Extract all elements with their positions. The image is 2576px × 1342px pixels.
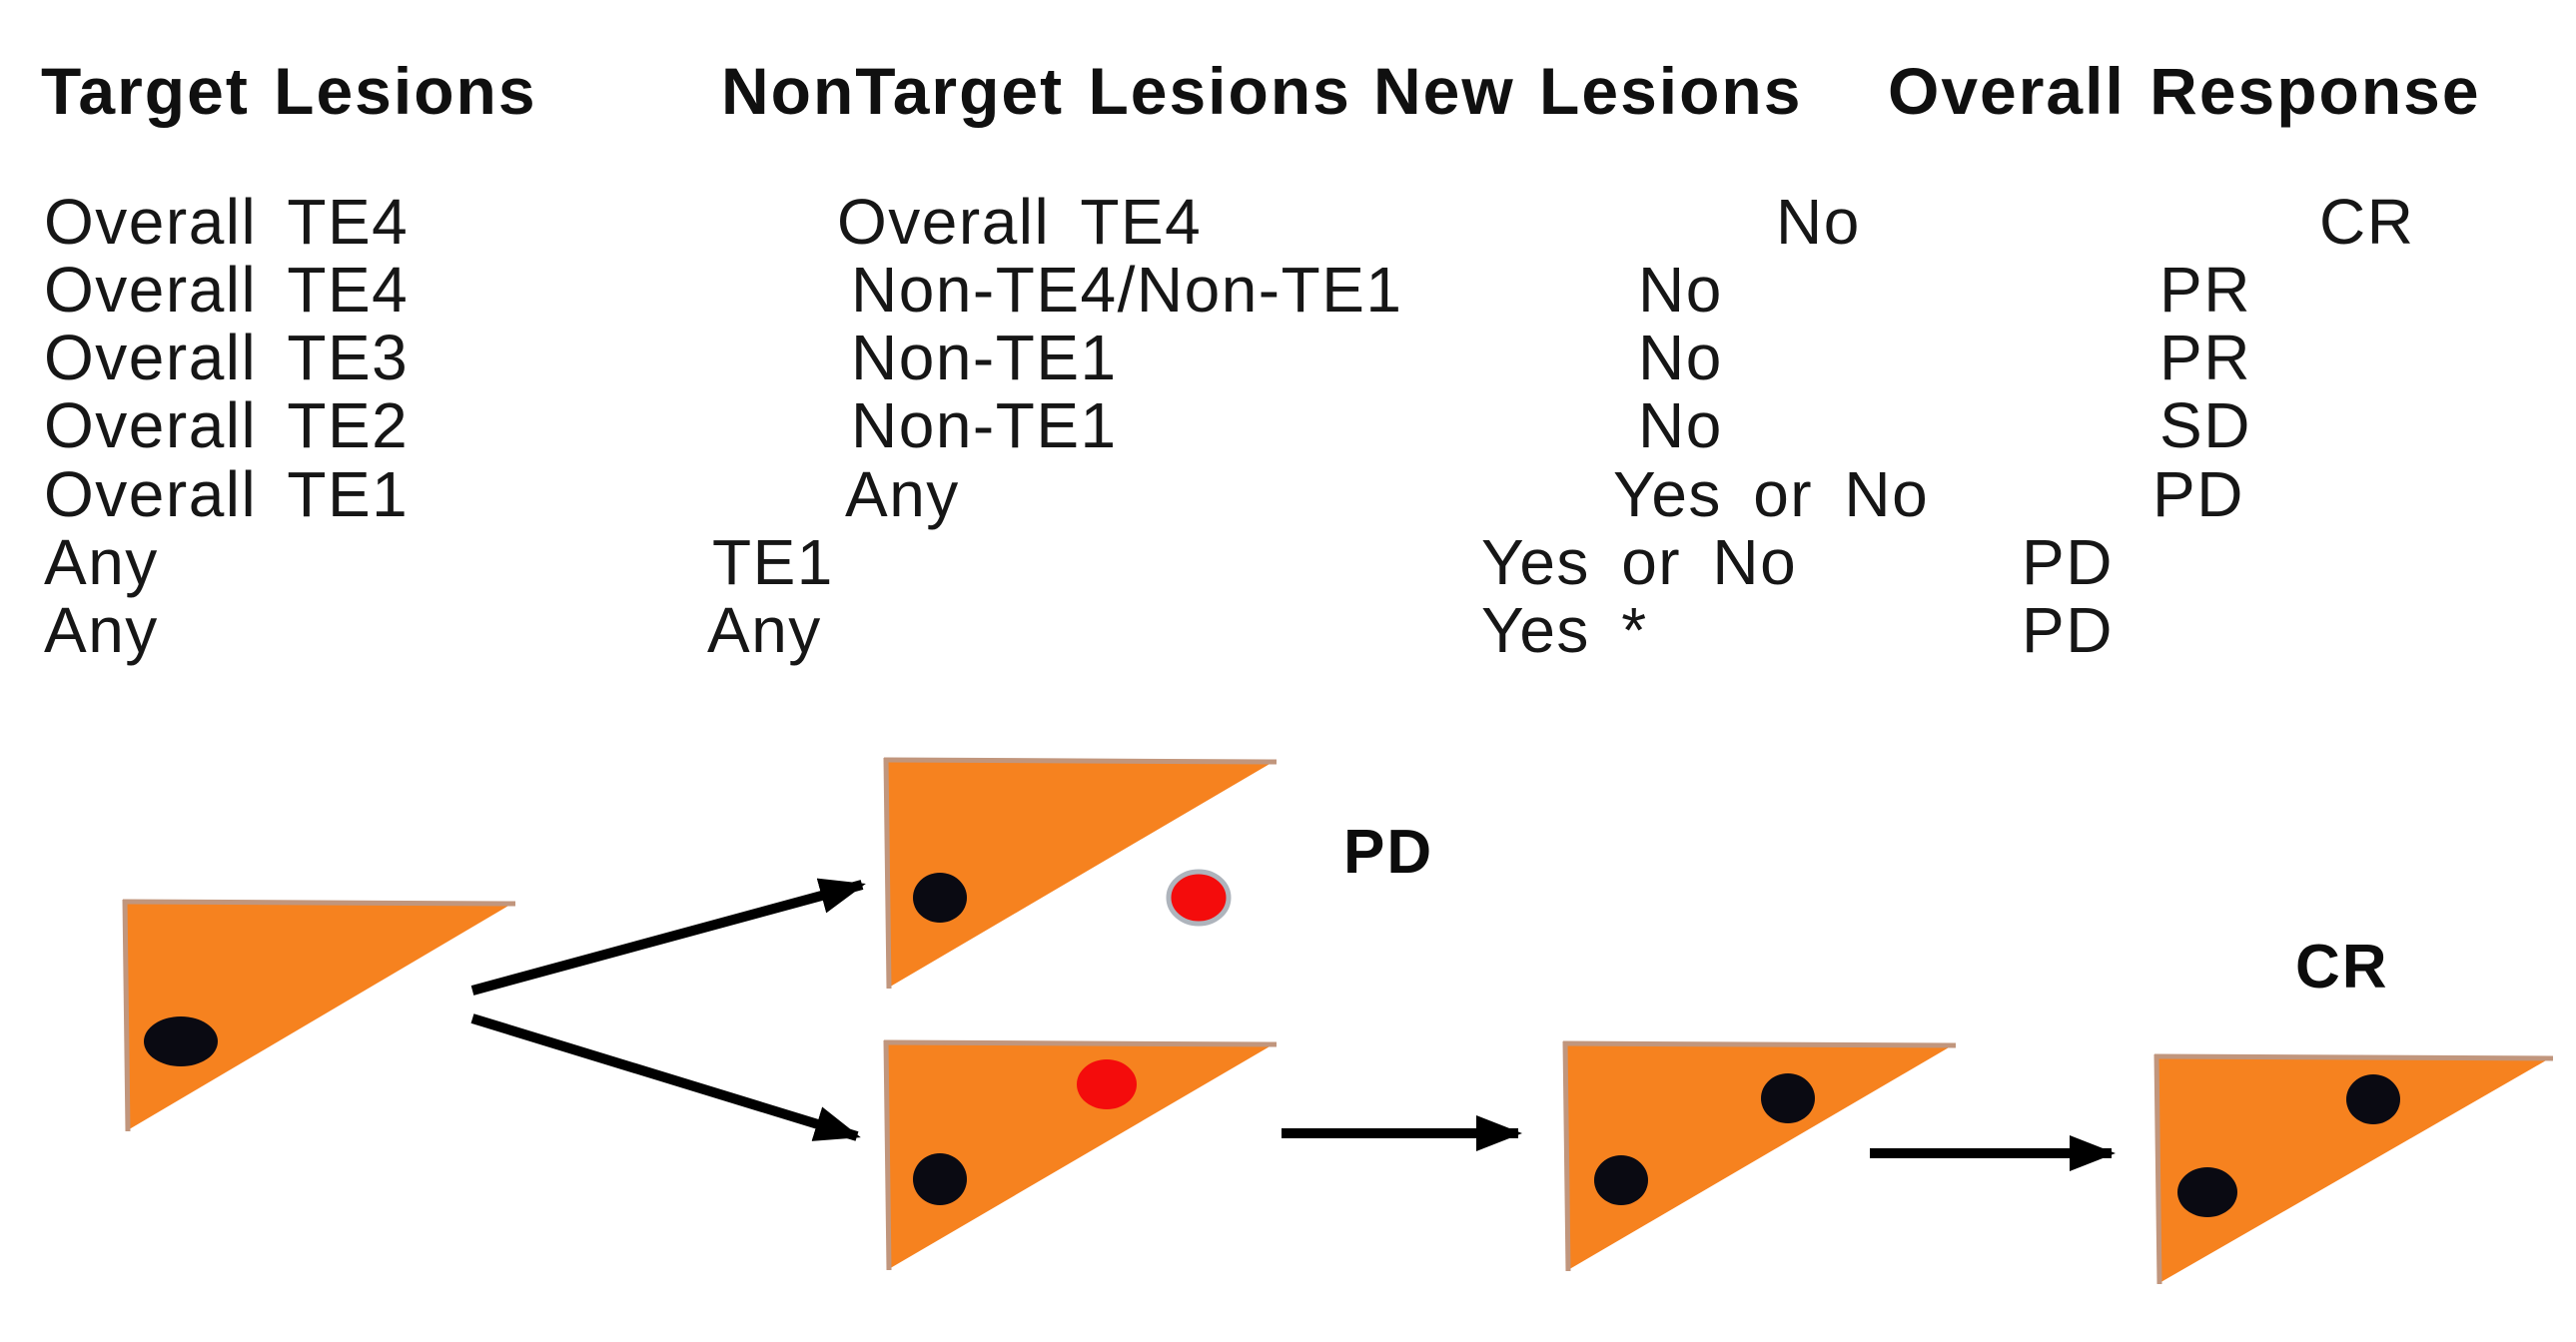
row3-target-cell: Overall TE3 — [44, 322, 410, 393]
row4-nontarget-cell: Non-TE1 — [851, 389, 1118, 461]
row2-nontarget-cell: Non-TE4/Non-TE1 — [851, 254, 1403, 326]
baseline-tumor-triangle — [122, 899, 516, 1132]
new-lesion-dot — [1077, 1059, 1137, 1109]
target-lesion-dot — [2346, 1074, 2400, 1124]
row4-new-lesions-cell: No — [1638, 389, 1723, 461]
row3-new-lesions-cell: No — [1638, 322, 1723, 393]
row2-overall-response-cell: PR — [2159, 254, 2251, 326]
row7-nontarget-cell: Any — [707, 594, 822, 666]
lower-branch-tumor-triangle-1 — [883, 1039, 1278, 1271]
row6-nontarget-cell: TE1 — [712, 526, 834, 598]
header-nontarget-lesions: NonTarget Lesions — [721, 54, 1351, 128]
row5-target-cell: Overall TE1 — [44, 458, 410, 530]
row4-target-cell: Overall TE2 — [44, 389, 410, 461]
cr-outcome-tumor-triangle — [2153, 1053, 2554, 1285]
branch-arrow-down — [470, 1013, 861, 1141]
row5-nontarget-cell: Any — [845, 458, 960, 530]
new-lesion-dot — [1166, 869, 1232, 927]
branch-arrow-up — [470, 878, 866, 996]
row6-overall-response-cell: PD — [2022, 526, 2114, 598]
pd-label: PD — [1343, 818, 1434, 887]
row7-overall-response-cell: PD — [2022, 594, 2114, 666]
row2-new-lesions-cell: No — [1638, 254, 1723, 326]
header-overall-response: Overall Response — [1888, 54, 2481, 128]
target-lesion-dot — [2177, 1167, 2237, 1217]
target-lesion-dot — [1761, 1073, 1815, 1123]
row1-new-lesions-cell: No — [1776, 186, 1861, 258]
target-lesion-dot — [1594, 1155, 1648, 1205]
row1-nontarget-cell: Overall TE4 — [837, 186, 1203, 258]
row5-overall-response-cell: PD — [2152, 458, 2244, 530]
row6-target-cell: Any — [44, 526, 159, 598]
row7-new-lesions-cell: Yes * — [1481, 594, 1648, 666]
row6-new-lesions-cell: Yes or No — [1481, 526, 1798, 598]
pd-outcome-tumor-triangle — [883, 757, 1278, 990]
header-target-lesions: Target Lesions — [41, 54, 537, 128]
row7-target-cell: Any — [44, 594, 159, 666]
cr-label: CR — [2295, 933, 2389, 1002]
header-new-lesions: New Lesions — [1373, 54, 1803, 128]
row3-overall-response-cell: PR — [2159, 322, 2251, 393]
row4-overall-response-cell: SD — [2159, 389, 2251, 461]
target-lesion-dot — [144, 1016, 218, 1066]
row1-overall-response-cell: CR — [2319, 186, 2415, 258]
target-lesion-dot — [913, 1153, 967, 1205]
lower-branch-tumor-triangle-2 — [1562, 1040, 1957, 1272]
row1-target-cell: Overall TE4 — [44, 186, 410, 258]
row2-target-cell: Overall TE4 — [44, 254, 410, 326]
row3-nontarget-cell: Non-TE1 — [851, 322, 1118, 393]
row5-new-lesions-cell: Yes or No — [1613, 458, 1930, 530]
target-lesion-dot — [913, 873, 967, 923]
